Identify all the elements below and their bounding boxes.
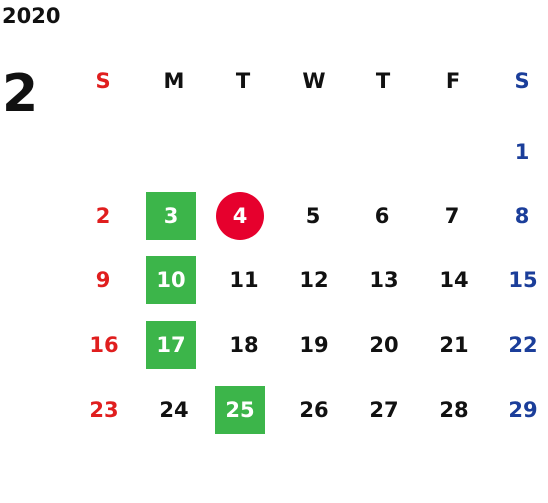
day-cell[interactable]: 26	[299, 398, 329, 422]
day-cell[interactable]: 29	[508, 398, 538, 422]
day-cell[interactable]: 18	[229, 333, 259, 357]
day-cell[interactable]: 1	[514, 140, 530, 164]
weekday-tuesday: T	[235, 69, 251, 93]
day-cell[interactable]: 20	[369, 333, 399, 357]
day-cell[interactable]: 6	[374, 204, 390, 228]
weekday-saturday: S	[514, 69, 530, 93]
day-cell[interactable]: 19	[299, 333, 329, 357]
day-cell[interactable]: 16	[89, 333, 119, 357]
weekday-friday: F	[445, 69, 461, 93]
weekday-thursday: T	[375, 69, 391, 93]
day-cell-highlighted[interactable]: 3	[146, 192, 196, 240]
day-cell[interactable]: 23	[89, 398, 119, 422]
day-cell[interactable]: 13	[369, 268, 399, 292]
day-cell-highlighted[interactable]: 17	[146, 321, 196, 369]
day-cell[interactable]: 27	[369, 398, 399, 422]
day-cell[interactable]: 12	[299, 268, 329, 292]
day-cell-highlighted[interactable]: 10	[146, 256, 196, 304]
day-cell-today[interactable]: 4	[216, 192, 264, 240]
day-cell[interactable]: 7	[444, 204, 460, 228]
weekday-monday: M	[163, 69, 185, 93]
day-cell-highlighted[interactable]: 25	[215, 386, 265, 434]
day-cell[interactable]: 11	[229, 268, 259, 292]
day-cell[interactable]: 21	[439, 333, 469, 357]
day-cell[interactable]: 9	[95, 268, 111, 292]
day-cell[interactable]: 14	[439, 268, 469, 292]
day-cell[interactable]: 15	[508, 268, 538, 292]
year-label: 2020	[2, 4, 61, 28]
day-cell[interactable]: 8	[514, 204, 530, 228]
day-cell[interactable]: 24	[159, 398, 189, 422]
day-cell[interactable]: 2	[95, 204, 111, 228]
month-number: 2	[2, 64, 39, 124]
day-cell[interactable]: 22	[508, 333, 538, 357]
day-cell[interactable]: 5	[305, 204, 321, 228]
weekday-sunday: S	[95, 69, 111, 93]
day-cell[interactable]: 28	[439, 398, 469, 422]
weekday-wednesday: W	[302, 69, 326, 93]
